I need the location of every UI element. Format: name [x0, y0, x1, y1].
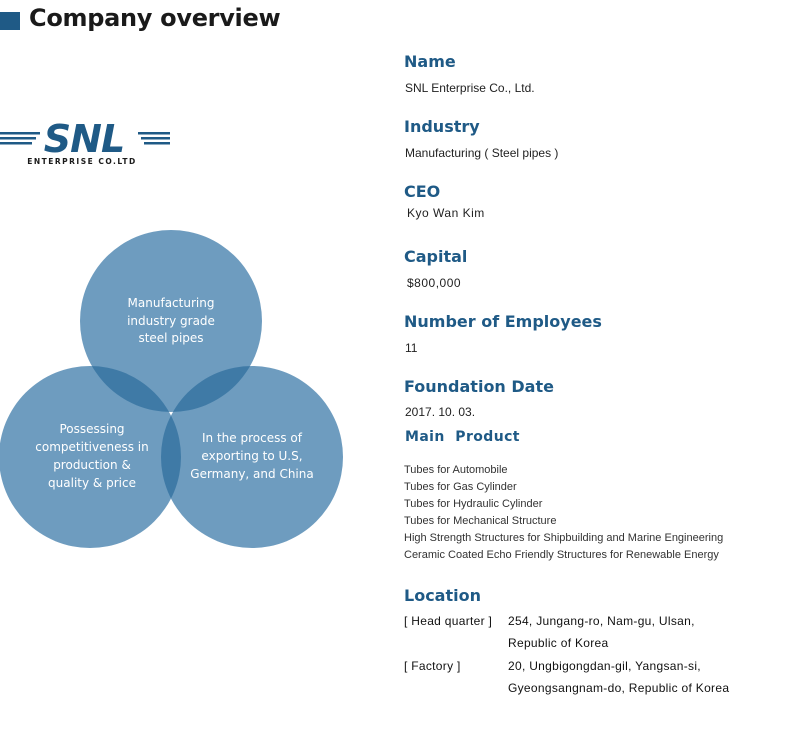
hq-label: [ Head quarter ] [404, 614, 493, 628]
title-accent-bar [0, 12, 20, 30]
list-item: Tubes for Hydraulic Cylinder [404, 498, 543, 510]
ceo-heading: CEO [404, 182, 441, 201]
venn-top-line-2: industry grade [127, 314, 215, 328]
logo-right-stripes [138, 132, 170, 145]
list-item: Ceramic Coated Echo Friendly Structures … [404, 549, 719, 561]
page-title: Company overview [29, 4, 281, 32]
location-heading: Location [404, 586, 481, 605]
employees-value: 11 [405, 341, 418, 355]
venn-left-line-4: quality & price [48, 476, 136, 490]
venn-top-line-3: steel pipes [138, 331, 203, 345]
name-heading: Name [404, 52, 456, 71]
list-item: Tubes for Mechanical Structure [404, 515, 557, 527]
factory-address: 20, Ungbigongdan-gil, Yangsan-si, Gyeong… [508, 655, 798, 699]
logo-subtext: ENTERPRISE CO.LTD [27, 157, 137, 166]
venn-circle-left [0, 366, 181, 548]
list-item: High Strength Structures for Shipbuildin… [404, 532, 724, 544]
name-value: SNL Enterprise Co., Ltd. [405, 81, 535, 95]
factory-label: [ Factory ] [404, 659, 461, 673]
logo-text: SNL [44, 117, 124, 161]
venn-left-line-2: competitiveness in [35, 440, 148, 454]
foundation-heading: Foundation Date [404, 377, 554, 396]
main-product-heading: Main Product [405, 429, 520, 445]
capital-heading: Capital [404, 247, 468, 266]
logo-left-stripes [0, 132, 40, 145]
hq-address-line-1: 254, Jungang-ro, Nam-gu, Ulsan, [508, 614, 695, 628]
hq-address: 254, Jungang-ro, Nam-gu, Ulsan, Republic… [508, 610, 798, 654]
employees-heading: Number of Employees [404, 312, 602, 331]
venn-circle-right [161, 366, 343, 548]
venn-top-line-1: Manufacturing [128, 296, 215, 310]
venn-circle-top [80, 230, 262, 412]
capital-value: $800,000 [407, 276, 462, 290]
main-product-list: Tubes for Automobile Tubes for Gas Cylin… [404, 462, 723, 564]
venn-left-line-1: Possessing [59, 422, 124, 436]
venn-left-line-3: production & [53, 458, 131, 472]
factory-address-line-2: Gyeongsangnam-do, Republic of Korea [508, 681, 730, 695]
industry-heading: Industry [404, 117, 480, 136]
venn-right-line-1: In the process of [202, 431, 303, 445]
list-item: Tubes for Gas Cylinder [404, 481, 517, 493]
hq-address-line-2: Republic of Korea [508, 636, 609, 650]
foundation-value: 2017. 10. 03. [405, 405, 476, 419]
venn-right-line-2: exporting to U.S, [201, 449, 302, 463]
venn-diagram: Manufacturing industry grade steel pipes… [0, 230, 343, 548]
ceo-value: Kyo Wan Kim [407, 206, 485, 220]
factory-address-line-1: 20, Ungbigongdan-gil, Yangsan-si, [508, 659, 701, 673]
snl-logo: SNL ENTERPRISE CO.LTD [0, 117, 170, 166]
industry-value: Manufacturing ( Steel pipes ) [405, 146, 559, 160]
venn-right-line-3: Germany, and China [190, 467, 313, 481]
list-item: Tubes for Automobile [404, 464, 508, 476]
